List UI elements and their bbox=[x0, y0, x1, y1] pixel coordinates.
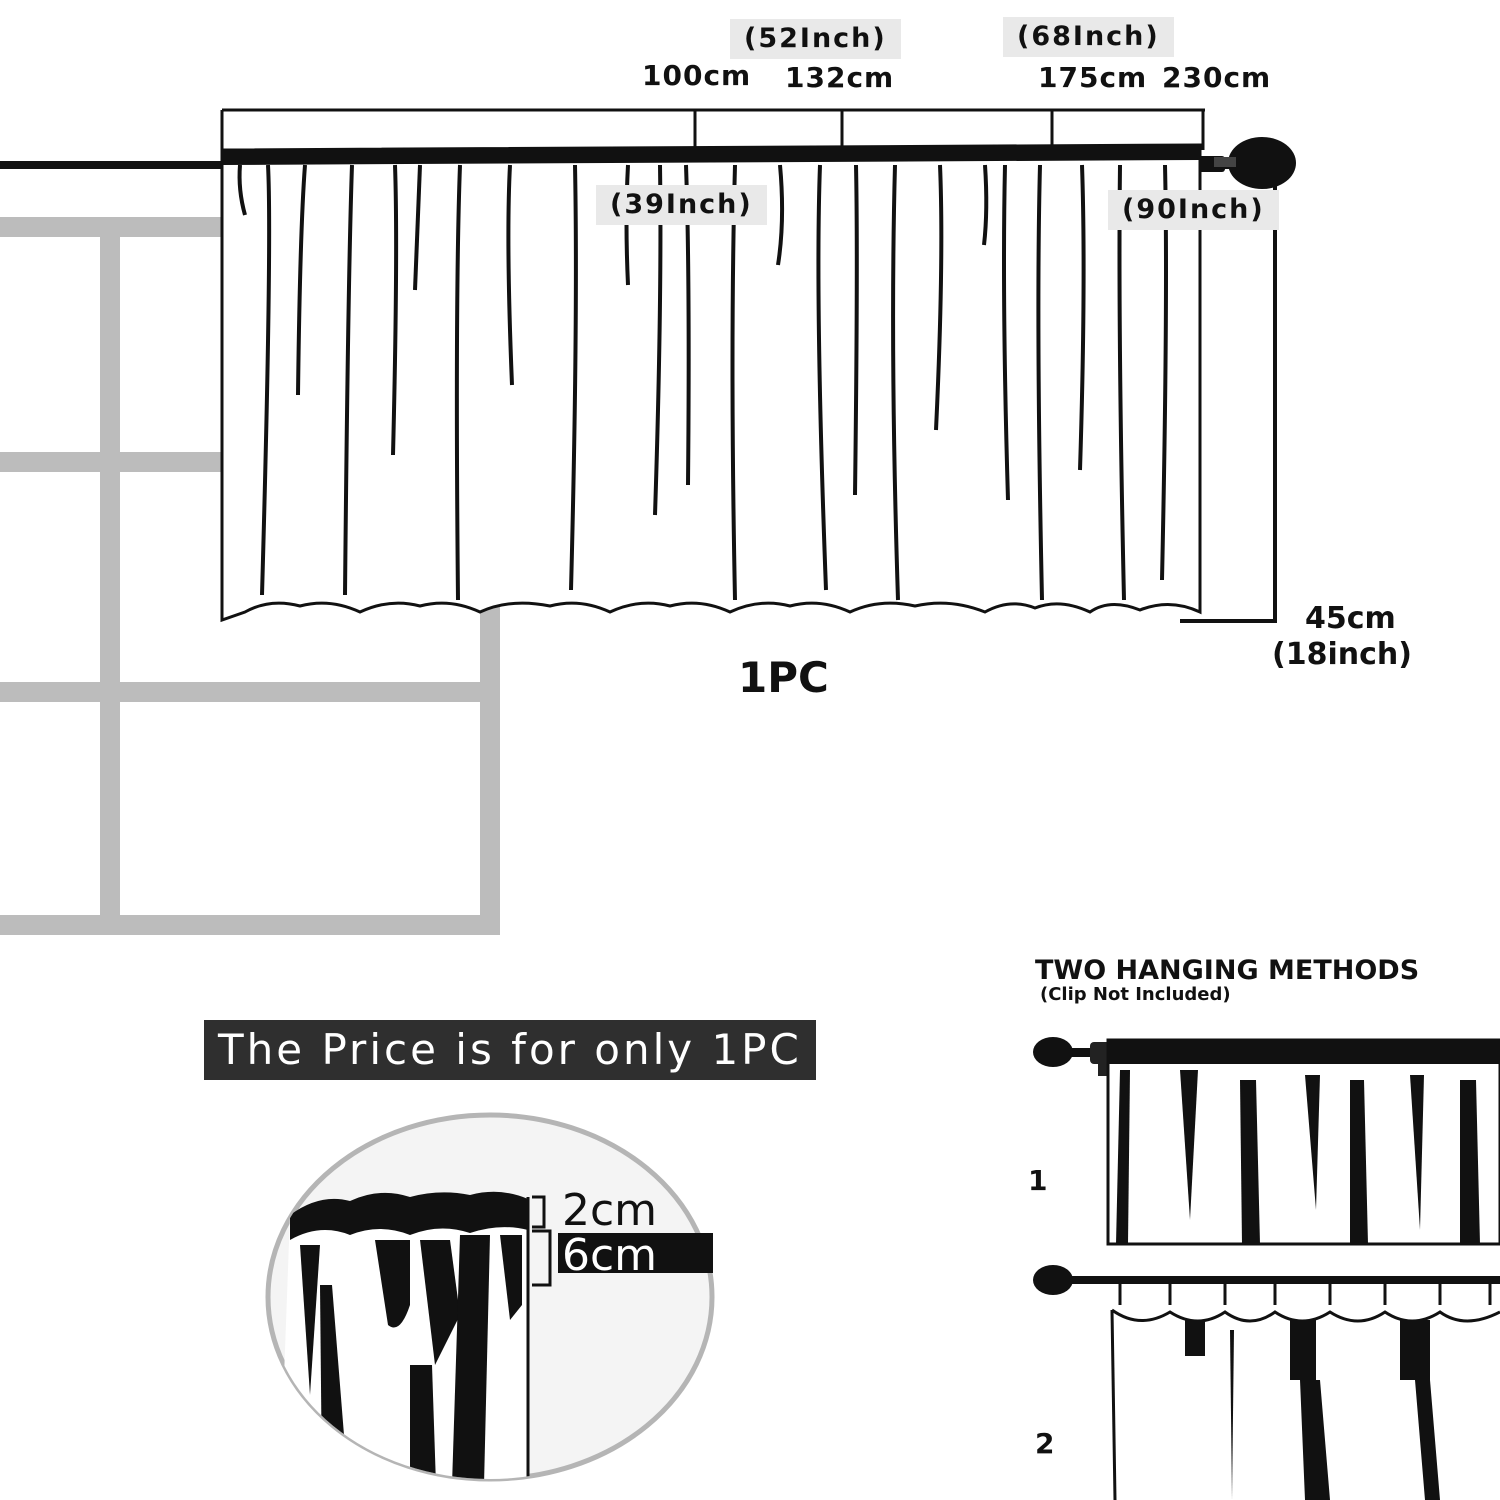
width-230-cm-label: 230cm bbox=[1162, 61, 1272, 94]
height-inch-label: (18inch) bbox=[1272, 637, 1412, 672]
pocket-depth-label: 6cm bbox=[562, 1230, 658, 1281]
width-132-cm-label: 132cm bbox=[785, 61, 895, 94]
width-dimension-lines bbox=[220, 108, 1205, 158]
rod-pocket-detail bbox=[265, 1112, 715, 1482]
height-cm-label: 45cm bbox=[1305, 601, 1396, 636]
pocket-top-label: 2cm bbox=[562, 1185, 658, 1236]
height-dimension-line bbox=[1180, 170, 1277, 623]
method-2-number: 2 bbox=[1035, 1427, 1055, 1460]
valance-panel bbox=[220, 143, 1202, 623]
width-175-cm-label: 175cm bbox=[1038, 61, 1148, 94]
rod-finial-icon bbox=[1033, 1037, 1073, 1067]
hanging-methods-illustration bbox=[1033, 1037, 1500, 1500]
methods-note: (Clip Not Included) bbox=[1040, 984, 1231, 1005]
method-1-rod-pocket bbox=[1033, 1037, 1500, 1246]
width-230-inch-label: (90Inch) bbox=[1108, 190, 1279, 231]
methods-title: TWO HANGING METHODS bbox=[1035, 955, 1420, 986]
rod-finial-icon bbox=[1228, 137, 1296, 189]
quantity-label: 1PC bbox=[738, 653, 829, 702]
rod-finial-icon bbox=[1033, 1265, 1073, 1295]
width-175-inch-label: (68Inch) bbox=[1003, 17, 1174, 58]
width-100-inch-label: (39Inch) bbox=[596, 185, 767, 226]
width-132-inch-label: (52Inch) bbox=[730, 19, 901, 60]
width-100-cm-label: 100cm bbox=[642, 59, 752, 92]
method-1-number: 1 bbox=[1028, 1164, 1048, 1197]
method-2-clip-rings bbox=[1033, 1265, 1500, 1500]
price-note-banner: The Price is for only 1PC bbox=[204, 1020, 816, 1081]
